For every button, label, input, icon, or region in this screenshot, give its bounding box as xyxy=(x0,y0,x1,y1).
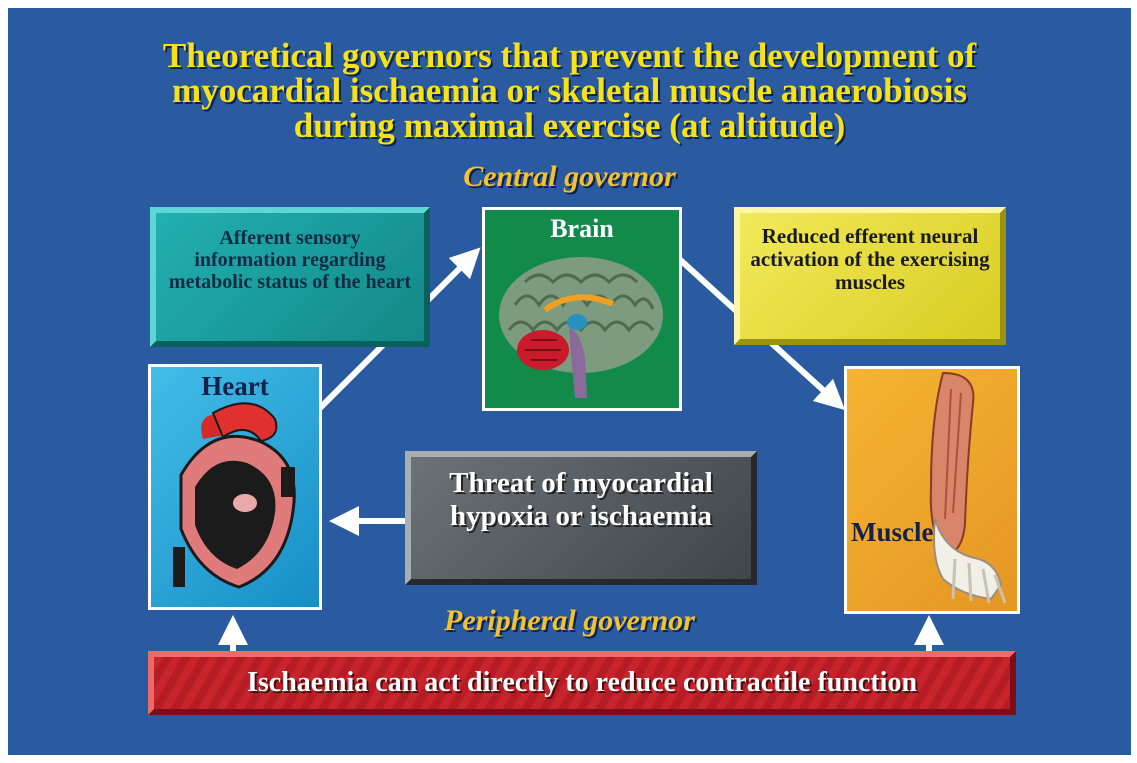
slide: Theoretical governors that prevent the d… xyxy=(8,8,1131,755)
brain-label: Brain xyxy=(550,214,614,243)
central-governor-label: Central governor xyxy=(463,160,676,193)
heart-panel: Heart xyxy=(148,364,322,610)
title-line-2: myocardial ischaemia or skeletal muscle … xyxy=(172,71,967,110)
title-line-3: during maximal exercise (at altitude) xyxy=(293,106,846,145)
muscle-panel: Muscle xyxy=(844,366,1020,614)
heart-illustration xyxy=(173,402,296,589)
peripheral-governor-label: Peripheral governor xyxy=(444,604,695,637)
threat-text: Threat of myocardial hypoxia or ischaemi… xyxy=(449,467,713,532)
afferent-info-text: Afferent sensory information regarding m… xyxy=(168,227,412,293)
ischaemia-bar-text: Ischaemia can act directly to reduce con… xyxy=(246,667,918,698)
heart-label: Heart xyxy=(201,371,269,401)
muscle-illustration xyxy=(929,371,1007,604)
brain-panel: Brain xyxy=(482,207,682,411)
efferent-activation-box: Reduced efferent neural activation of th… xyxy=(734,207,1006,345)
muscle-label: Muscle xyxy=(851,517,934,547)
efferent-activation-text: Reduced efferent neural activation of th… xyxy=(750,224,990,294)
title-line-1: Theoretical governors that prevent the d… xyxy=(162,36,977,75)
afferent-info-box: Afferent sensory information regarding m… xyxy=(150,207,430,347)
threat-box: Threat of myocardial hypoxia or ischaemi… xyxy=(405,451,757,585)
ischaemia-bar: Ischaemia can act directly to reduce con… xyxy=(148,651,1016,715)
slide-title: Theoretical governors that prevent the d… xyxy=(8,38,1131,143)
brain-illustration xyxy=(499,257,663,398)
